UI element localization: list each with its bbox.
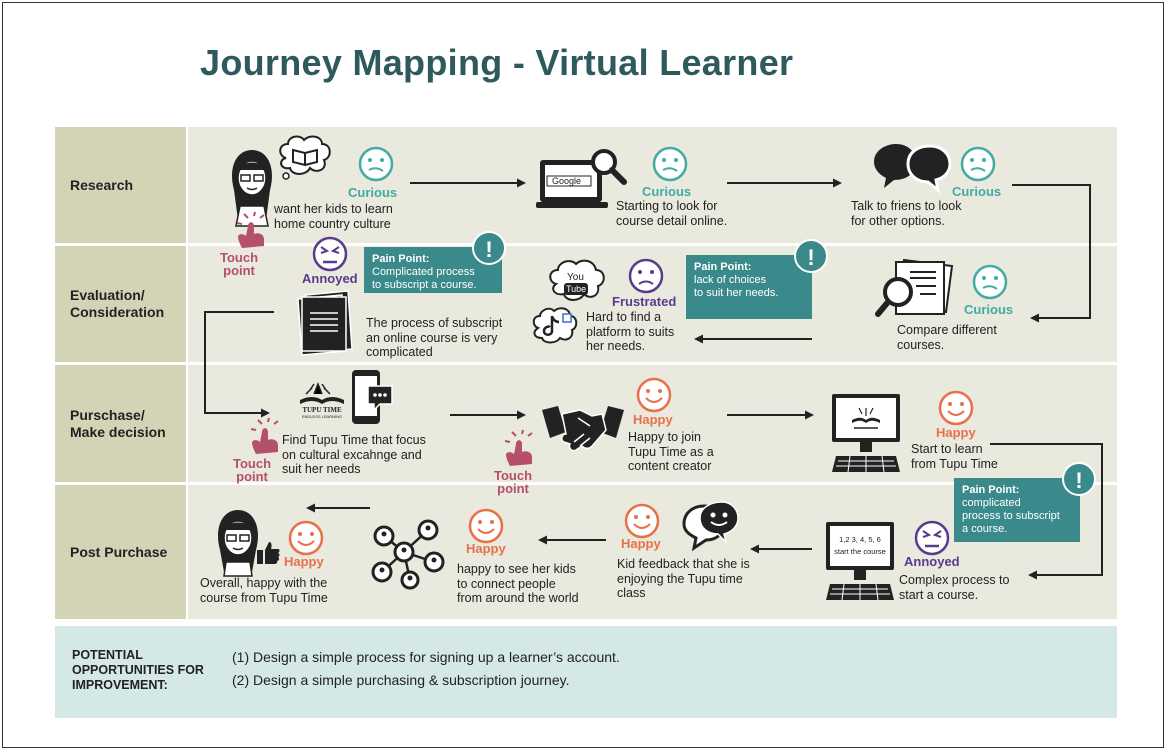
- post-step3-text: Kid feedback that she is enjoying the Tu…: [617, 557, 750, 601]
- youtube-top-text: You: [567, 272, 584, 283]
- research-emotion-2: Curious: [642, 184, 691, 199]
- emoji-face-icon: [914, 520, 950, 556]
- post-emotion-2: Happy: [466, 541, 506, 556]
- emoji-face-icon: [652, 146, 688, 182]
- opportunity-item-1: (1) Design a simple process for signing …: [232, 649, 620, 665]
- pain-point-box-2: Pain Point: lack of choices to suit her …: [686, 255, 812, 319]
- tiktok-icon: [530, 306, 580, 346]
- research-emotion-1: Curious: [348, 185, 397, 200]
- research-step1-text: want her kids to learn home country cult…: [274, 202, 393, 231]
- chat-bubbles-icon: [872, 142, 952, 196]
- exclamation-icon: !: [794, 239, 828, 273]
- opportunities-label: POTENTIAL OPPORTUNITIES FOR IMPROVEMENT:: [72, 648, 204, 693]
- tupu-time-logo: TUPU TIME ENDLESS LEARNING: [292, 382, 352, 420]
- handshake-icon: [540, 402, 626, 458]
- pain-point-box-3: Pain Point: complicated process to subsc…: [954, 478, 1080, 542]
- research-step3-text: Talk to friens to look for other options…: [851, 199, 961, 228]
- screen-line-2: start the course: [834, 547, 886, 556]
- computer-icon: [830, 392, 902, 474]
- purchase-emotion-2: Happy: [936, 425, 976, 440]
- emoji-face-icon: [288, 520, 324, 556]
- logo-tagline: ENDLESS LEARNING: [302, 414, 342, 419]
- emoji-face-icon: [636, 377, 672, 413]
- emoji-face-icon: [624, 503, 660, 539]
- thumbs-up-icon: [256, 540, 280, 566]
- post-step1-text: Overall, happy with the course from Tupu…: [200, 576, 328, 605]
- emoji-face-icon: [972, 264, 1008, 300]
- purchase-step1-text: Find Tupu Time that focus on cultural ex…: [282, 433, 426, 477]
- touch-hand-icon: [236, 212, 270, 250]
- exclamation-icon: !: [1062, 462, 1096, 496]
- purchase-emotion-1: Happy: [633, 412, 673, 427]
- logo-name: TUPU TIME: [302, 406, 342, 414]
- phone-chat-icon: [348, 368, 396, 430]
- evaluation-emotion-frustrated: Frustrated: [612, 294, 676, 309]
- emoji-face-icon: [312, 236, 348, 272]
- evaluation-emotion-curious: Curious: [964, 302, 1013, 317]
- post-step4-text: Complex process to start a course.: [899, 573, 1009, 602]
- evaluation-step3-text: Compare different courses.: [897, 323, 997, 352]
- youtube-bottom-text: Tube: [566, 284, 586, 294]
- touch-hand-icon: [504, 430, 538, 468]
- post-step2-text: happy to see her kids to connect people …: [457, 562, 579, 606]
- emoji-face-icon: [468, 508, 504, 544]
- book-thought-icon: [276, 134, 334, 180]
- evaluation-step1-text: The process of subscript an online cours…: [366, 316, 502, 360]
- evaluation-emotion-annoyed: Annoyed: [302, 271, 358, 286]
- purchase-step3-text: Start to learn from Tupu Time: [911, 442, 998, 471]
- opportunities-panel: POTENTIAL OPPORTUNITIES FOR IMPROVEMENT:…: [55, 626, 1117, 718]
- papers-magnifier-icon: [876, 256, 960, 318]
- youtube-icon: You Tube: [546, 258, 608, 304]
- purchase-step2-text: Happy to join Tupu Time as a content cre…: [628, 430, 714, 474]
- emoji-face-icon: [960, 146, 996, 182]
- exclamation-icon: !: [472, 231, 506, 265]
- chat-face-icon: [680, 500, 740, 552]
- emoji-face-icon: [628, 258, 664, 294]
- network-people-icon: [368, 516, 448, 590]
- post-emotion-1: Happy: [284, 554, 324, 569]
- touch-hand-icon: [250, 418, 284, 456]
- research-emotion-3: Curious: [952, 184, 1001, 199]
- research-step2-text: Starting to look for course detail onlin…: [616, 199, 727, 228]
- screen-line-1: 1,2 3, 4, 5, 6: [839, 535, 881, 544]
- document-stack-icon: [292, 287, 356, 357]
- evaluation-step2-text: Hard to find a platform to suits her nee…: [586, 310, 674, 354]
- computer-icon: 1,2 3, 4, 5, 6 start the course: [824, 522, 896, 602]
- google-text: Google: [552, 176, 581, 186]
- post-emotion-3: Happy: [621, 536, 661, 551]
- opportunity-item-2: (2) Design a simple purchasing & subscri…: [232, 672, 569, 688]
- emoji-face-icon: [358, 146, 394, 182]
- laptop-search-icon: Google: [534, 148, 628, 212]
- post-emotion-annoyed: Annoyed: [904, 554, 960, 569]
- emoji-face-icon: [938, 390, 974, 426]
